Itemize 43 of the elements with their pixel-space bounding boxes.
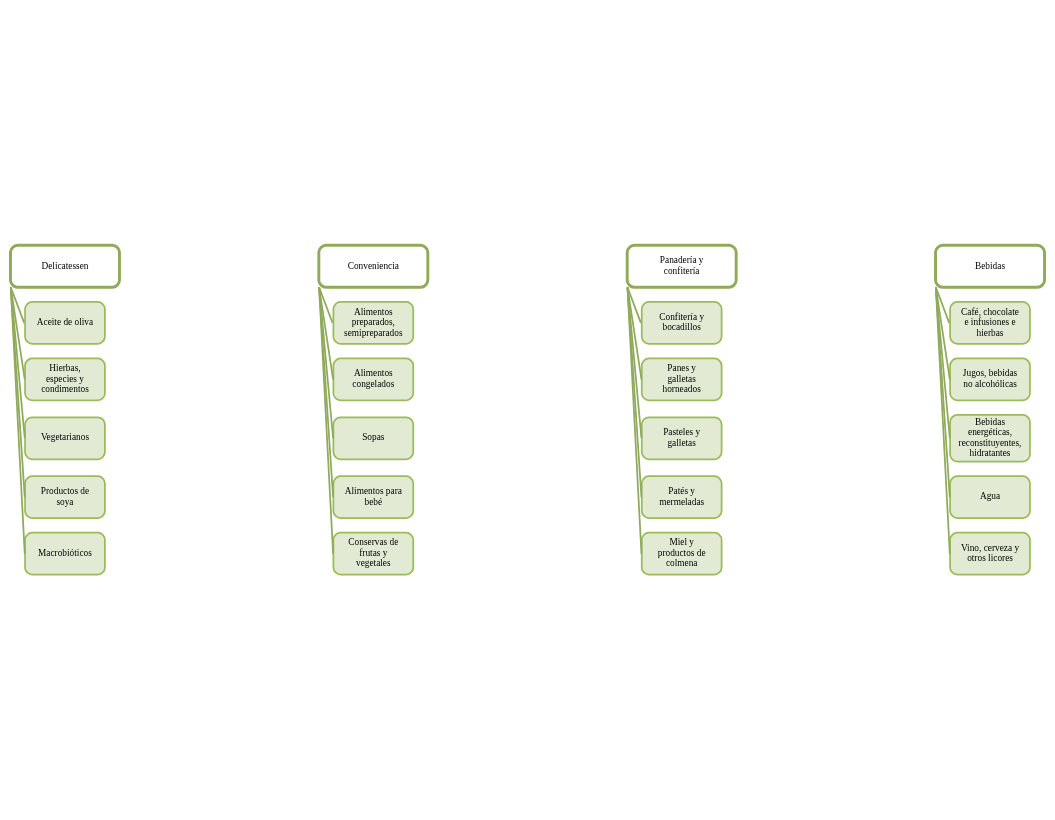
node-box: Hierbas, especies y condimentos [24,357,106,402]
node-box: Alimentos preparados, semipreparados [332,301,415,345]
node-box: Sopas [332,416,415,461]
connector [318,286,334,440]
connector [9,286,26,440]
node-box: Confitería y bocadillos [640,301,723,345]
node-box: Macrobióticos [24,531,106,576]
node-box: Panes y galletas horneados [640,357,723,402]
connector [9,286,26,498]
node-box: Miel y productos de colmena [640,531,723,576]
connector [934,286,951,498]
node-box: Vino, cerveza y otros licores [949,531,1031,576]
node-box: Pasteles y galletas [640,416,723,461]
connector [318,286,334,324]
node-box: Alimentos para bebé [332,475,415,519]
connector [934,286,951,555]
node-box: Jugos, bebidas no alcohólicas [949,357,1031,402]
connector [318,286,334,381]
connector [626,286,643,555]
connector [626,286,643,440]
connector [626,286,643,381]
node-box: Conveniencia [317,243,430,289]
connector [9,286,26,381]
node-box: Delicatessen [9,243,121,289]
node-box: Panadería y confitería [625,243,738,289]
node-box: Bebidas [934,243,1046,289]
node-box: Café, chocolate e infusiones e hierbas [949,301,1031,345]
connector [318,286,334,498]
node-box: Conservas de frutas y vegetales [332,531,415,576]
node-box: Bebidas energéticas, reconstituyentes, hidratantes [949,414,1031,463]
node-box: Aceite de oliva [24,301,106,345]
connector [934,286,951,381]
connector [9,286,26,324]
node-box: Vegetarianos [24,416,106,461]
node-box: Productos de soya [24,475,106,519]
node-box: Agua [949,475,1031,519]
connector [934,286,951,324]
node-box: Patés y mermeladas [640,475,723,519]
node-box: Alimentos congelados [332,357,415,402]
connector [318,286,334,555]
connector [626,286,643,498]
connector [934,286,951,440]
connector [9,286,26,555]
